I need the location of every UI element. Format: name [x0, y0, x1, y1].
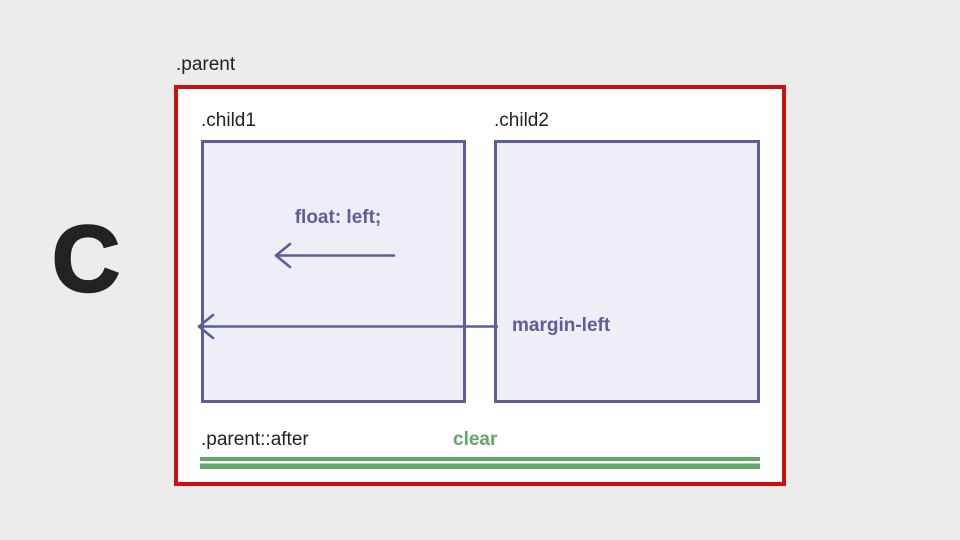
left-arrow-icon — [274, 242, 396, 269]
parent-label: .parent — [176, 54, 236, 75]
clear-annotation: clear — [453, 429, 498, 450]
section-letter: C — [51, 206, 121, 311]
child1-box — [201, 140, 466, 403]
child2-label: .child2 — [494, 110, 549, 131]
float-left-annotation: float: left; — [294, 207, 382, 228]
clearfix-bar — [200, 457, 760, 469]
left-arrow-icon — [197, 313, 498, 340]
parent-after-label: .parent::after — [201, 429, 309, 450]
child2-box — [494, 140, 760, 403]
margin-left-annotation: margin-left — [512, 315, 611, 336]
child1-label: .child1 — [201, 110, 256, 131]
